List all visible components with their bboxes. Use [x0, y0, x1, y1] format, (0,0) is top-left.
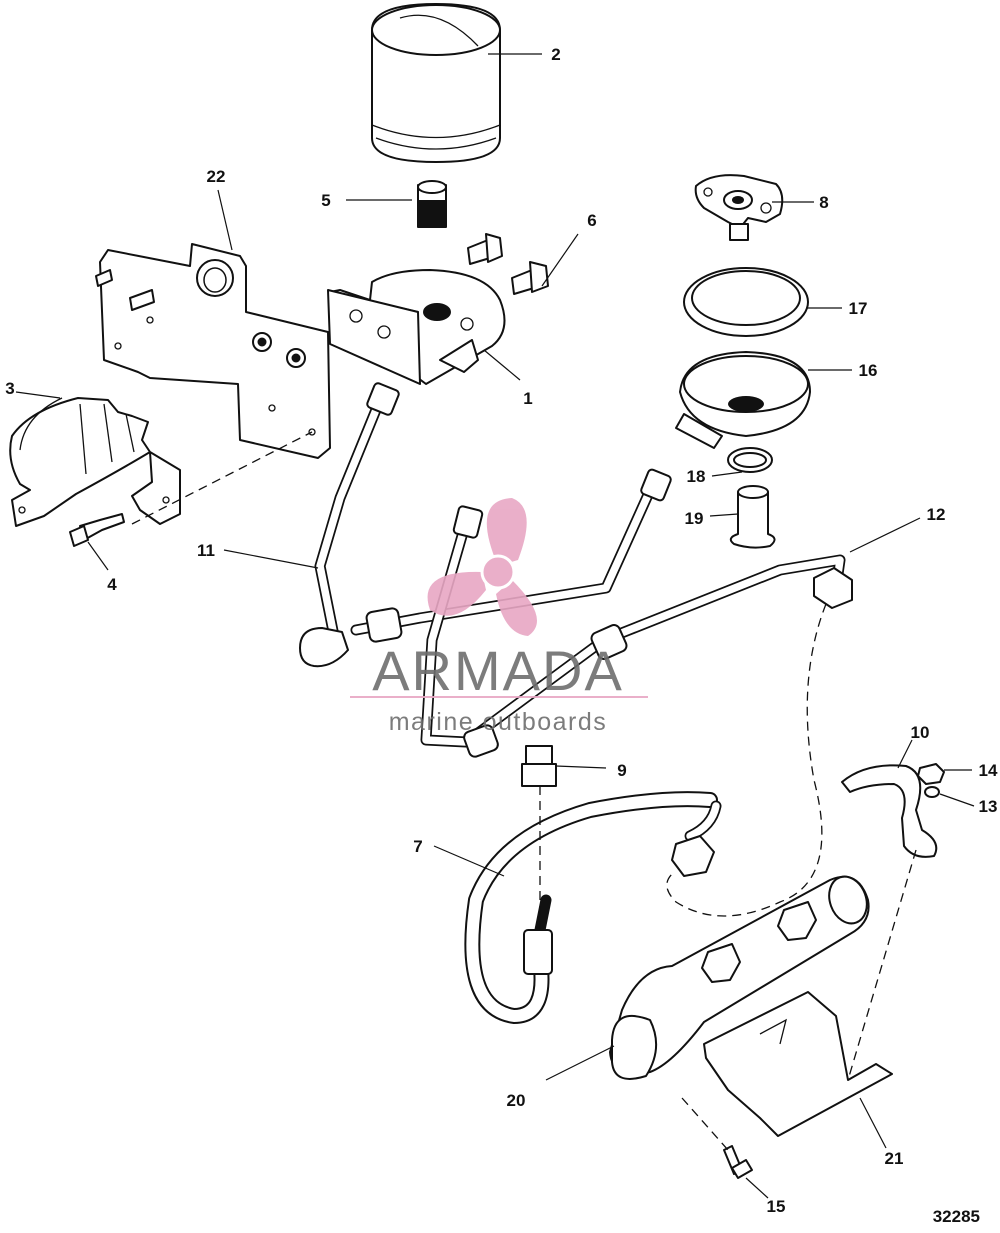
- nut-part-14: [917, 763, 945, 785]
- callout-16: 16: [859, 361, 878, 380]
- callout-22: 22: [207, 167, 226, 186]
- propeller-logo-icon: [427, 498, 537, 636]
- bolt-part-4: [69, 513, 125, 547]
- sleeve-part-19: [729, 485, 776, 549]
- hose-part-7: [464, 791, 722, 1024]
- clamp-bracket-part-3: [9, 397, 181, 527]
- callout-2: 2: [551, 45, 560, 64]
- filter-adapter-part-5: [417, 180, 447, 228]
- oil-cooler-part-20: [609, 875, 870, 1080]
- clamp-part-10: [841, 764, 938, 858]
- filter-housing-part-16: [675, 351, 811, 449]
- callout-8: 8: [819, 193, 828, 212]
- oil-line-part-11: [299, 382, 672, 668]
- oil-filter-part-2: [371, 3, 501, 163]
- strap-part-21: [703, 991, 893, 1137]
- screw-part-15: [723, 1145, 753, 1179]
- callout-18: 18: [687, 467, 706, 486]
- mounting-bracket-part-22: [95, 243, 331, 459]
- callout-6: 6: [587, 211, 596, 230]
- assembly-dashed-lines: [131, 431, 917, 1151]
- callout-17: 17: [849, 299, 868, 318]
- armada-watermark: ARMADA marine outboards: [350, 498, 648, 736]
- callout-12: 12: [927, 505, 946, 524]
- leader-lines: [15, 53, 975, 1199]
- callout-labels: 2 5 22 6 1 8 17 16 18 19 3 4 11 12 9 7 1…: [5, 45, 998, 1216]
- watermark-brand: ARMADA: [372, 639, 624, 702]
- callout-19: 19: [685, 509, 704, 528]
- callout-13: 13: [979, 797, 998, 816]
- callout-21: 21: [885, 1149, 904, 1168]
- callout-10: 10: [911, 723, 930, 742]
- callout-11: 11: [197, 541, 215, 560]
- filter-mount-part-1: [327, 269, 506, 385]
- callout-1: 1: [523, 389, 532, 408]
- o-ring-part-18: [727, 447, 773, 473]
- callout-20: 20: [507, 1091, 526, 1110]
- washer-part-13: [924, 786, 940, 798]
- seal-ring-part-17: [683, 267, 809, 337]
- callout-3: 3: [5, 379, 14, 398]
- callout-9: 9: [617, 761, 626, 780]
- oil-line-part-12: [420, 505, 853, 758]
- adapter-plate-part-8: [694, 174, 784, 241]
- watermark-tagline: marine outboards: [389, 708, 608, 736]
- callout-7: 7: [413, 837, 422, 856]
- callout-14: 14: [979, 761, 998, 780]
- callout-5: 5: [321, 191, 330, 210]
- callout-15: 15: [767, 1197, 786, 1216]
- drawing-number: 32285: [933, 1207, 980, 1226]
- callout-4: 4: [107, 575, 117, 594]
- fitting-part-9: [521, 745, 557, 787]
